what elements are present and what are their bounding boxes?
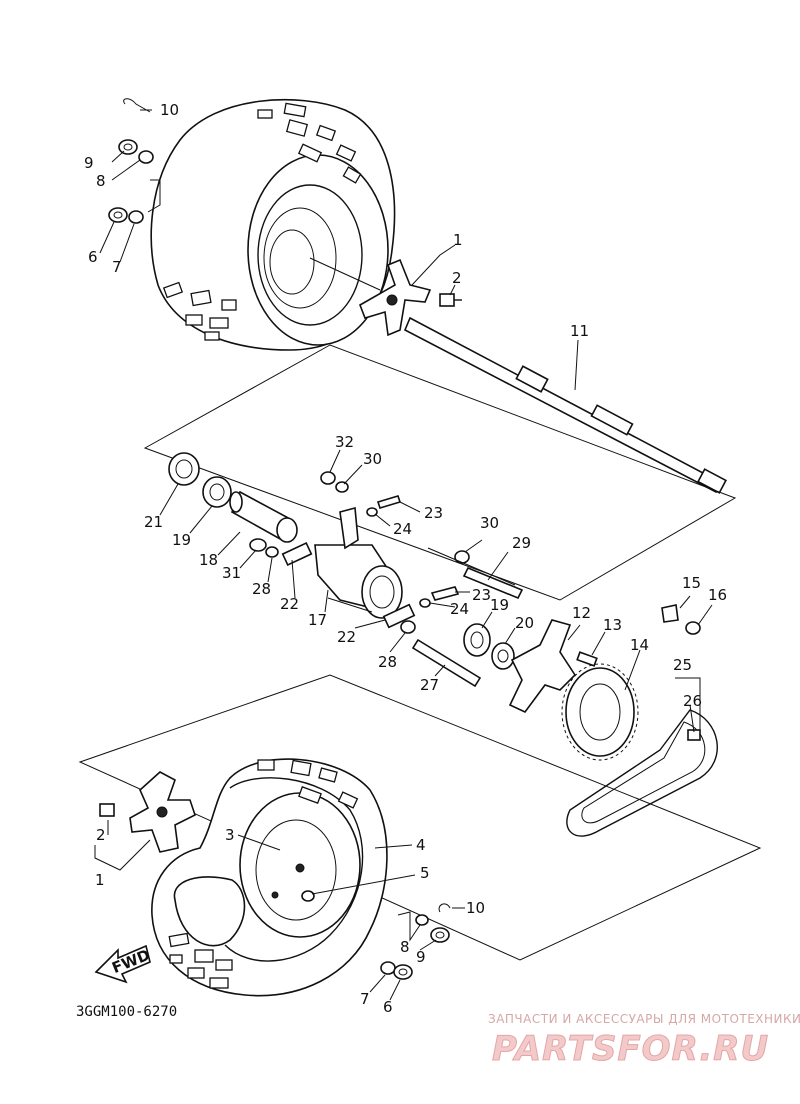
callout-3: 3 bbox=[225, 826, 235, 844]
callout-30-b: 30 bbox=[480, 514, 499, 532]
watermark: ЗАПЧАСТИ И АКСЕССУАРЫ ДЛЯ МОТОТЕХНИКИ PA… bbox=[488, 1012, 800, 1070]
callout-13: 13 bbox=[603, 616, 622, 634]
callout-1-top: 1 bbox=[453, 231, 463, 249]
callout-11: 11 bbox=[570, 322, 589, 340]
callout-22-a: 22 bbox=[280, 595, 299, 613]
callout-32: 32 bbox=[335, 433, 354, 451]
callout-6-top: 6 bbox=[88, 248, 98, 266]
callout-7-bottom: 7 bbox=[360, 990, 370, 1008]
callout-2-bottom: 2 bbox=[96, 826, 106, 844]
top-rear-wheel bbox=[150, 98, 396, 351]
callout-25: 25 bbox=[673, 656, 692, 674]
callout-8-bottom: 8 bbox=[400, 938, 410, 956]
callout-22-b: 22 bbox=[337, 628, 356, 646]
sprocket-assembly bbox=[508, 619, 639, 761]
callout-17: 17 bbox=[308, 611, 327, 629]
bottom-fasteners bbox=[301, 890, 451, 980]
tread-lugs-top bbox=[162, 102, 362, 341]
bottom-rear-wheel bbox=[151, 758, 388, 997]
callout-9-bottom: 9 bbox=[416, 948, 426, 966]
callout-10-top: 10 bbox=[160, 101, 179, 119]
callout-28-a: 28 bbox=[252, 580, 271, 598]
callout-24-a: 24 bbox=[393, 520, 412, 538]
leader-lines bbox=[94, 109, 713, 1001]
callout-21: 21 bbox=[144, 513, 163, 531]
fwd-arrow: FWD bbox=[94, 944, 153, 984]
callout-12: 12 bbox=[572, 604, 591, 622]
callout-1-bottom: 1 bbox=[95, 871, 105, 889]
callout-8-top: 8 bbox=[96, 172, 106, 190]
callout-20: 20 bbox=[515, 614, 534, 632]
bottom-wheel-hub bbox=[99, 771, 196, 853]
rear-axle-shaft bbox=[403, 316, 727, 494]
callout-23-b: 23 bbox=[472, 586, 491, 604]
callout-4: 4 bbox=[416, 836, 426, 854]
callout-19-b: 19 bbox=[490, 596, 509, 614]
callout-15: 15 bbox=[682, 574, 701, 592]
callout-24-b: 24 bbox=[450, 600, 469, 618]
callout-31: 31 bbox=[222, 564, 241, 582]
diagram-code: 3GGM100-6270 bbox=[76, 1004, 177, 1020]
callout-14: 14 bbox=[630, 636, 649, 654]
callout-30-a: 30 bbox=[363, 450, 382, 468]
callout-9-top: 9 bbox=[84, 154, 94, 172]
top-wheel-hub bbox=[359, 258, 462, 337]
axle-housing-assembly bbox=[168, 452, 524, 688]
callout-5: 5 bbox=[420, 864, 430, 882]
callout-18: 18 bbox=[199, 551, 218, 569]
callout-6-bottom: 6 bbox=[383, 998, 393, 1016]
callout-2-top: 2 bbox=[452, 269, 462, 287]
callout-26: 26 bbox=[683, 692, 702, 710]
callout-29: 29 bbox=[512, 534, 531, 552]
exploded-section-frame-top bbox=[143, 344, 737, 601]
callout-23-a: 23 bbox=[424, 504, 443, 522]
fwd-label: FWD bbox=[109, 946, 152, 977]
callout-28-b: 28 bbox=[378, 653, 397, 671]
callout-numbers: 10 9 8 6 7 1 2 11 32 30 23 24 21 19 18 3… bbox=[84, 101, 727, 1016]
watermark-logo: PARTSFOR.RU bbox=[492, 1029, 769, 1069]
drive-chain bbox=[566, 604, 718, 837]
tread-lugs-bottom bbox=[168, 759, 359, 989]
callout-10-bottom: 10 bbox=[466, 899, 485, 917]
callout-19-a: 19 bbox=[172, 531, 191, 549]
callout-16: 16 bbox=[708, 586, 727, 604]
callout-27: 27 bbox=[420, 676, 439, 694]
watermark-caption: ЗАПЧАСТИ И АКСЕССУАРЫ ДЛЯ МОТОТЕХНИКИ bbox=[488, 1012, 800, 1026]
top-fasteners bbox=[108, 98, 154, 224]
callout-7-top: 7 bbox=[112, 258, 122, 276]
